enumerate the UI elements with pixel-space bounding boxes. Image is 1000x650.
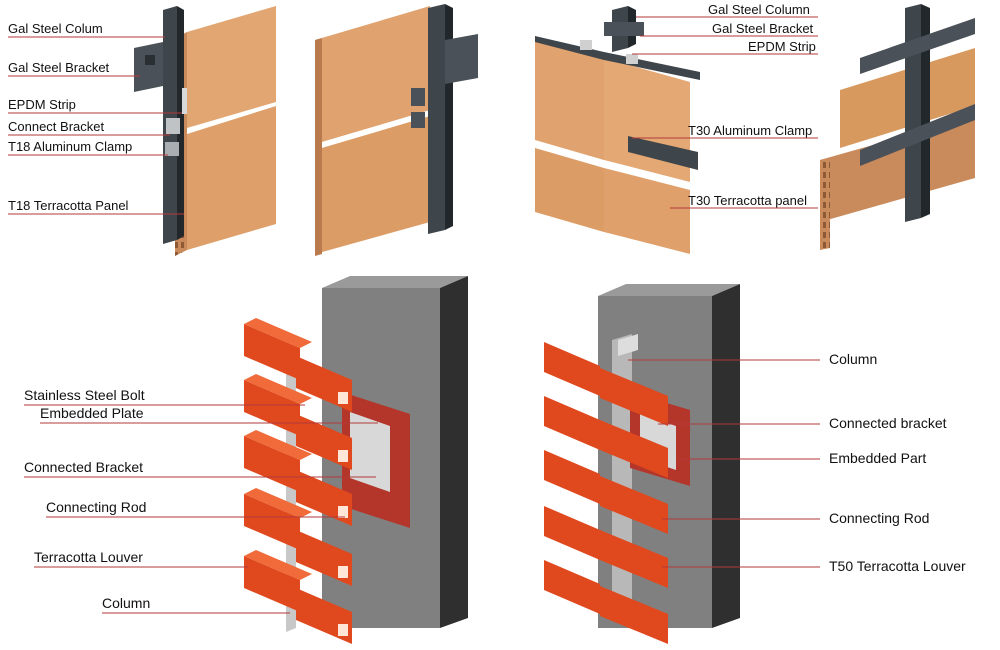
label-a-terracotta-louver: Terracotta Louver bbox=[34, 549, 143, 565]
label-t30-terracotta-panel: T30 Terracotta panel bbox=[688, 193, 807, 208]
t30-rear-column bbox=[905, 4, 921, 222]
t30-aluminum-clamp bbox=[628, 136, 698, 170]
label-a-connecting-rod: Connecting Rod bbox=[46, 499, 147, 515]
label-b-connected-bracket: Connected bracket bbox=[829, 415, 947, 431]
t18-panel-lower bbox=[187, 106, 276, 250]
label-t18-gal-steel-column: Gal Steel Colum bbox=[8, 21, 103, 36]
t30-panel-upper-left bbox=[535, 40, 604, 160]
t18-steel-bracket bbox=[134, 42, 163, 92]
t18-panel-upper bbox=[187, 6, 276, 128]
t30-panel-lower-left bbox=[535, 148, 604, 232]
label-t30-aluminum-clamp: T30 Aluminum Clamp bbox=[688, 123, 813, 138]
t30-top-rail bbox=[535, 36, 700, 80]
label-t30-gal-steel-bracket: Gal Steel Bracket bbox=[712, 21, 814, 36]
leader-lines bbox=[8, 16, 820, 614]
t30-rear-panel-lower bbox=[820, 116, 975, 222]
label-b-column: Column bbox=[829, 351, 878, 367]
label-t18-gal-steel-bracket: Gal Steel Bracket bbox=[8, 60, 110, 75]
t30-steel-bracket bbox=[604, 22, 644, 36]
label-t18-epdm-strip: EPDM Strip bbox=[8, 97, 76, 112]
t18-rear-panel-lower bbox=[315, 116, 430, 254]
t30-rear-assembly bbox=[820, 4, 975, 250]
t30-epdm-strip bbox=[580, 40, 592, 50]
t30-rear-bracket-lower bbox=[860, 104, 975, 166]
t18-rear-column bbox=[428, 4, 445, 234]
t18-rear-bracket bbox=[445, 34, 478, 84]
label-a-column: Column bbox=[102, 595, 151, 611]
label-t18-aluminum-clamp: T18 Aluminum Clamp bbox=[8, 139, 133, 154]
label-t30-gal-steel-column: Gal Steel Column bbox=[708, 2, 810, 17]
label-a-connected-bracket: Connected Bracket bbox=[24, 459, 144, 475]
louver-a-assembly bbox=[244, 276, 468, 644]
louver-a-connected-bracket bbox=[350, 412, 390, 492]
label-a-stainless-steel-bolt: Stainless Steel Bolt bbox=[24, 387, 145, 403]
t18-aluminum-clamp bbox=[165, 142, 179, 156]
t30-rear-bracket-upper bbox=[860, 18, 975, 74]
t18-epdm-strip bbox=[182, 88, 187, 114]
label-t18-connect-bracket: Connect Bracket bbox=[8, 119, 105, 134]
t30-panel-lower-right bbox=[604, 168, 690, 254]
label-b-connecting-rod: Connecting Rod bbox=[829, 510, 930, 526]
label-b-terracotta-louver: T50 Terracotta Louver bbox=[829, 558, 966, 574]
louver-a-louvers bbox=[244, 318, 352, 644]
t30-assembly bbox=[535, 6, 700, 254]
label-b-embedded-part: Embedded Part bbox=[829, 450, 927, 466]
label-t30-epdm-strip: EPDM Strip bbox=[748, 39, 816, 54]
label-t18-terracotta-panel: T18 Terracotta Panel bbox=[8, 198, 129, 213]
t18-connect-bracket bbox=[166, 118, 180, 134]
louver-b-louvers bbox=[544, 342, 668, 644]
t18-rear-panel-upper bbox=[315, 6, 430, 144]
label-a-embedded-plate: Embedded Plate bbox=[40, 405, 144, 421]
t18-assembly bbox=[134, 6, 276, 256]
louver-b-assembly bbox=[544, 284, 740, 644]
t18-rear-assembly bbox=[315, 4, 478, 256]
